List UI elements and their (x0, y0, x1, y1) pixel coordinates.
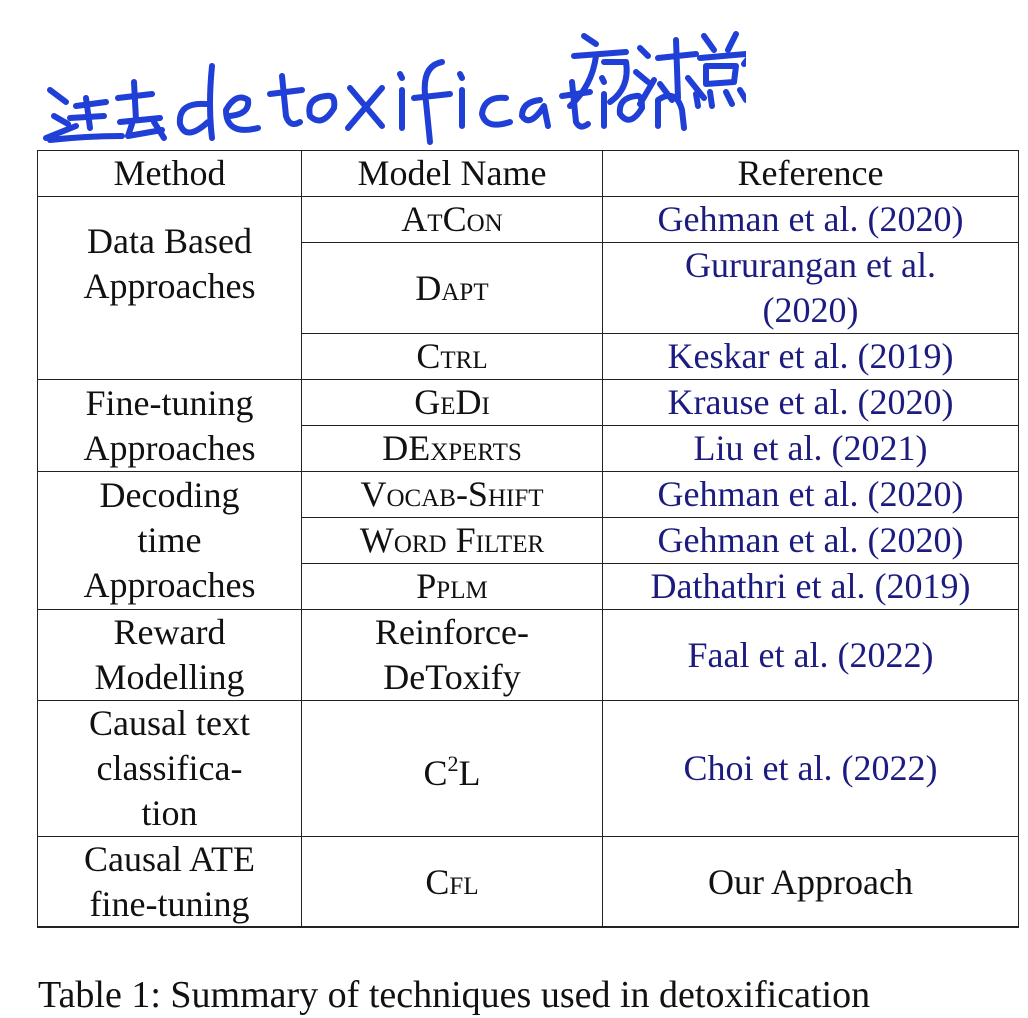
caption-divider (37, 926, 1018, 927)
table-row: Dapt Gururangan et al. (2020) (38, 242, 1019, 334)
reference-link[interactable]: Keskar et al. (2019) (602, 333, 1019, 380)
method-line: Modelling (94, 657, 245, 697)
handwritten-annotation (43, 31, 746, 145)
method-line: Fine-tuning (85, 382, 254, 423)
method-line: Approaches (83, 565, 256, 605)
reference-link[interactable]: Dathathri et al. (2019) (602, 563, 1019, 610)
table-row: Reward Modelling Reinforce- DeToxify Faa… (37, 609, 1019, 701)
method-line: Causal text (89, 703, 250, 743)
reference-link[interactable]: Gehman et al. (2020) (602, 471, 1019, 518)
model-name-cell: Dapt (301, 242, 603, 334)
model-name-cell: GeDi (301, 379, 603, 426)
model-name-cell: Reinforce- DeToxify (301, 609, 603, 701)
model-name-cell: Word Filter (301, 517, 603, 564)
model-name-cell: AtCon (301, 196, 603, 243)
method-line: tion (141, 793, 198, 833)
method-cell: Decoding time Approaches (37, 471, 302, 610)
reference-link[interactable]: Gehman et al. (2020) (602, 517, 1019, 564)
model-tail: L (458, 753, 481, 793)
header-row: Method Model Name Reference (37, 150, 1019, 197)
method-line: time (137, 520, 202, 560)
header-method: Method (37, 150, 302, 197)
model-name-cell: DExperts (301, 425, 603, 472)
model-name-cell: Ctrl (301, 333, 603, 380)
table-row: Fine-tuning Approaches GeDi Krause et al… (37, 379, 1019, 472)
reference-link[interactable]: Liu et al. (2021) (602, 425, 1019, 472)
model-name-cell: C2L (301, 700, 603, 837)
method-cell: Reward Modelling (37, 609, 302, 701)
model-name-cell: Pplm (301, 563, 603, 610)
table-row: Ctrl Keskar et al. (2019) (38, 333, 1019, 380)
reference-link[interactable]: Gehman et al. (2020) (602, 196, 1019, 243)
reference-line: Gururangan et al. (685, 245, 936, 285)
model-base: C (423, 753, 448, 793)
method-cell: Causal text classifica- tion (37, 700, 302, 837)
table-row: Data Based Approaches AtCon Gehman et al… (37, 196, 1019, 380)
method-line: Data Based (87, 221, 252, 261)
header-reference: Reference (602, 150, 1019, 197)
reference-cell: Our Approach (602, 836, 1019, 928)
model-name-cell: Vocab-Shift (301, 471, 603, 518)
model-name-cell: Cfl (301, 836, 603, 928)
table-row: Word Filter Gehman et al. (2020) (38, 517, 1019, 564)
header-model-name: Model Name (301, 150, 603, 197)
table-row: DExperts Liu et al. (2021) (38, 425, 1019, 472)
reference-line: (2020) (762, 290, 859, 330)
method-line: Reward (113, 612, 226, 652)
method-line: fine-tuning (89, 884, 250, 924)
table-row: Pplm Dathathri et al. (2019) (38, 563, 1019, 610)
table-caption: Table 1: Summary of techniques used in d… (38, 974, 871, 1016)
reference-link[interactable]: Faal et al. (2022) (602, 609, 1019, 701)
method-line: Approaches (83, 427, 256, 468)
table-row: Causal text classifica- tion C2L Choi et… (37, 700, 1019, 837)
table-row: Causal ATE fine-tuning Cfl Our Approach (37, 836, 1019, 928)
reference-link[interactable]: Krause et al. (2020) (602, 379, 1019, 426)
model-line: Reinforce- (375, 612, 529, 652)
method-cell: Fine-tuning Approaches (37, 379, 302, 472)
method-cell: Causal ATE fine-tuning (37, 836, 302, 928)
model-line: DeToxify (383, 657, 521, 697)
reference-link[interactable]: Choi et al. (2022) (602, 700, 1019, 837)
summary-table: Method Model Name Reference Data Based A… (37, 150, 1019, 928)
method-line: Decoding (99, 475, 240, 515)
model-superscript: 2 (447, 751, 459, 776)
method-line: Approaches (83, 266, 256, 306)
method-cell: Data Based Approaches (37, 196, 302, 380)
table-row: Decoding time Approaches Vocab-Shift Geh… (37, 471, 1019, 610)
method-line: classifica- (96, 748, 243, 788)
method-line: Causal ATE (84, 839, 255, 879)
reference-link[interactable]: Gururangan et al. (2020) (602, 242, 1019, 334)
